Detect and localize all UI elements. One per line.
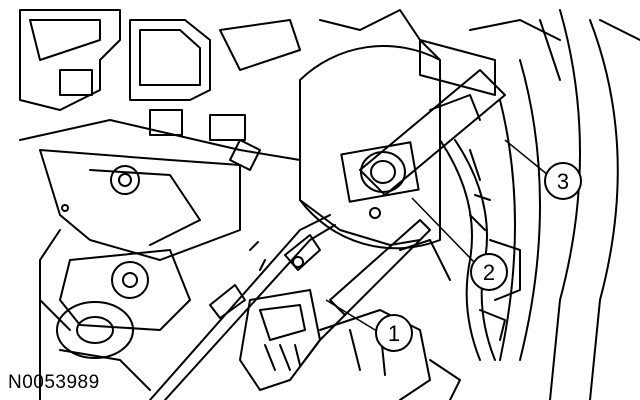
callout-2: 2 xyxy=(411,197,508,291)
wheel-tire xyxy=(469,9,640,400)
mounting-bracket xyxy=(39,149,241,331)
figure-reference-code: N0053989 xyxy=(8,372,100,393)
upper-frame-bracket xyxy=(19,9,301,161)
callout-2-label: 2 xyxy=(483,260,495,285)
lower-connector xyxy=(239,289,461,400)
callout-3-label: 3 xyxy=(557,169,569,194)
wiring-harness xyxy=(399,139,521,361)
cables-and-tie xyxy=(149,139,431,400)
lower-motor xyxy=(39,249,191,400)
callout-1: 1 xyxy=(325,299,413,352)
callout-1-label: 1 xyxy=(388,321,400,346)
callout-3: 3 xyxy=(504,139,582,200)
shaft-and-clamp xyxy=(340,39,506,203)
